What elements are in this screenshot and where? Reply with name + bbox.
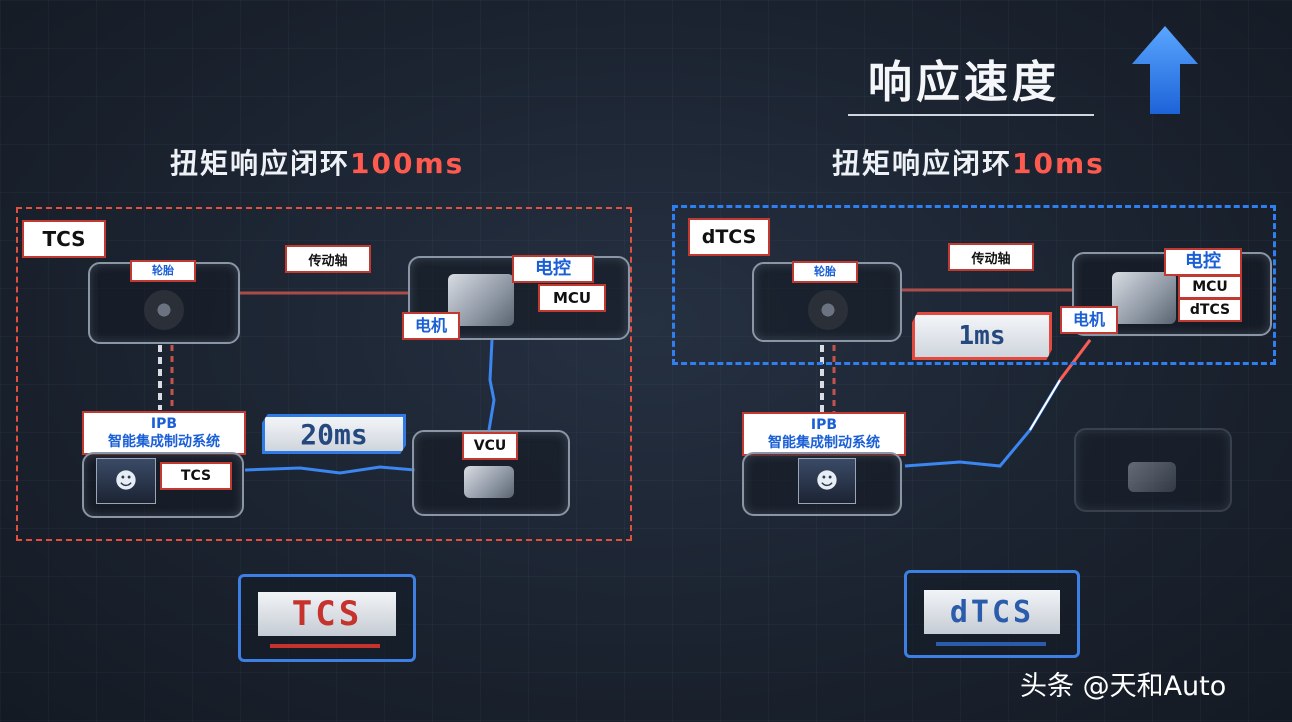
left-heading-prefix: 扭矩响应闭环	[170, 147, 351, 180]
title-underline	[848, 114, 1094, 116]
right-dtcs-label: dTCS	[1178, 298, 1242, 322]
page-title: 响应速度	[868, 57, 1060, 108]
right-ipb-label: IPB 智能集成制动系统	[742, 412, 906, 456]
tcs-box-label: TCS	[22, 220, 106, 258]
dtcs-loop-boundary	[672, 205, 1276, 365]
left-shaft-label: 传动轴	[285, 245, 371, 273]
tcs-badge-label: TCS	[258, 592, 396, 636]
left-wheel-label: 轮胎	[130, 260, 196, 282]
right-ipb-line1: IPB	[810, 417, 838, 433]
driver-avatar-icon: ☻	[96, 458, 156, 504]
right-faded-vcu-panel	[1074, 428, 1232, 512]
wheel-icon	[144, 290, 184, 330]
right-wheel-label: 轮胎	[792, 261, 858, 283]
dtcs-badge-underline	[936, 642, 1046, 646]
right-controller-label: 电控	[1164, 248, 1242, 276]
right-driver-avatar-icon: ☻	[798, 458, 856, 504]
right-wheel-icon	[808, 290, 848, 330]
left-latency-box: 20ms	[262, 414, 406, 454]
tcs-badge-underline	[270, 644, 380, 648]
left-motor-label: 电机	[402, 312, 460, 340]
right-shaft-label: 传动轴	[948, 243, 1034, 271]
left-heading-value: 100ms	[350, 147, 465, 180]
up-arrow-icon	[1132, 26, 1198, 114]
watermark-text: 头条 @天和Auto	[1020, 671, 1227, 702]
vcu-module-icon	[464, 466, 514, 498]
left-heading: 扭矩响应闭环100ms	[170, 142, 464, 182]
right-mcu-label: MCU	[1178, 275, 1242, 299]
right-heading: 扭矩响应闭环10ms	[832, 142, 1105, 182]
tcs-loop-boundary	[16, 207, 632, 541]
left-tcs-module-label: TCS	[160, 462, 232, 490]
left-ipb-line2: 智能集成制动系统	[108, 434, 220, 450]
left-ipb-label: IPB 智能集成制动系统	[82, 411, 246, 455]
right-latency-box: 1ms	[912, 312, 1052, 360]
dtcs-badge-label: dTCS	[924, 590, 1060, 634]
right-engine-icon	[1112, 272, 1176, 324]
left-mcu-label: MCU	[538, 284, 606, 312]
left-ipb-line1: IPB	[150, 416, 178, 432]
right-ipb-line2: 智能集成制动系统	[768, 435, 880, 451]
right-vcu-module-icon	[1128, 462, 1176, 492]
dtcs-box-label: dTCS	[688, 218, 770, 256]
right-heading-value: 10ms	[1012, 147, 1105, 180]
left-controller-label: 电控	[512, 255, 594, 283]
right-motor-label: 电机	[1060, 306, 1118, 334]
right-heading-prefix: 扭矩响应闭环	[832, 147, 1013, 180]
vcu-label: VCU	[462, 432, 518, 460]
